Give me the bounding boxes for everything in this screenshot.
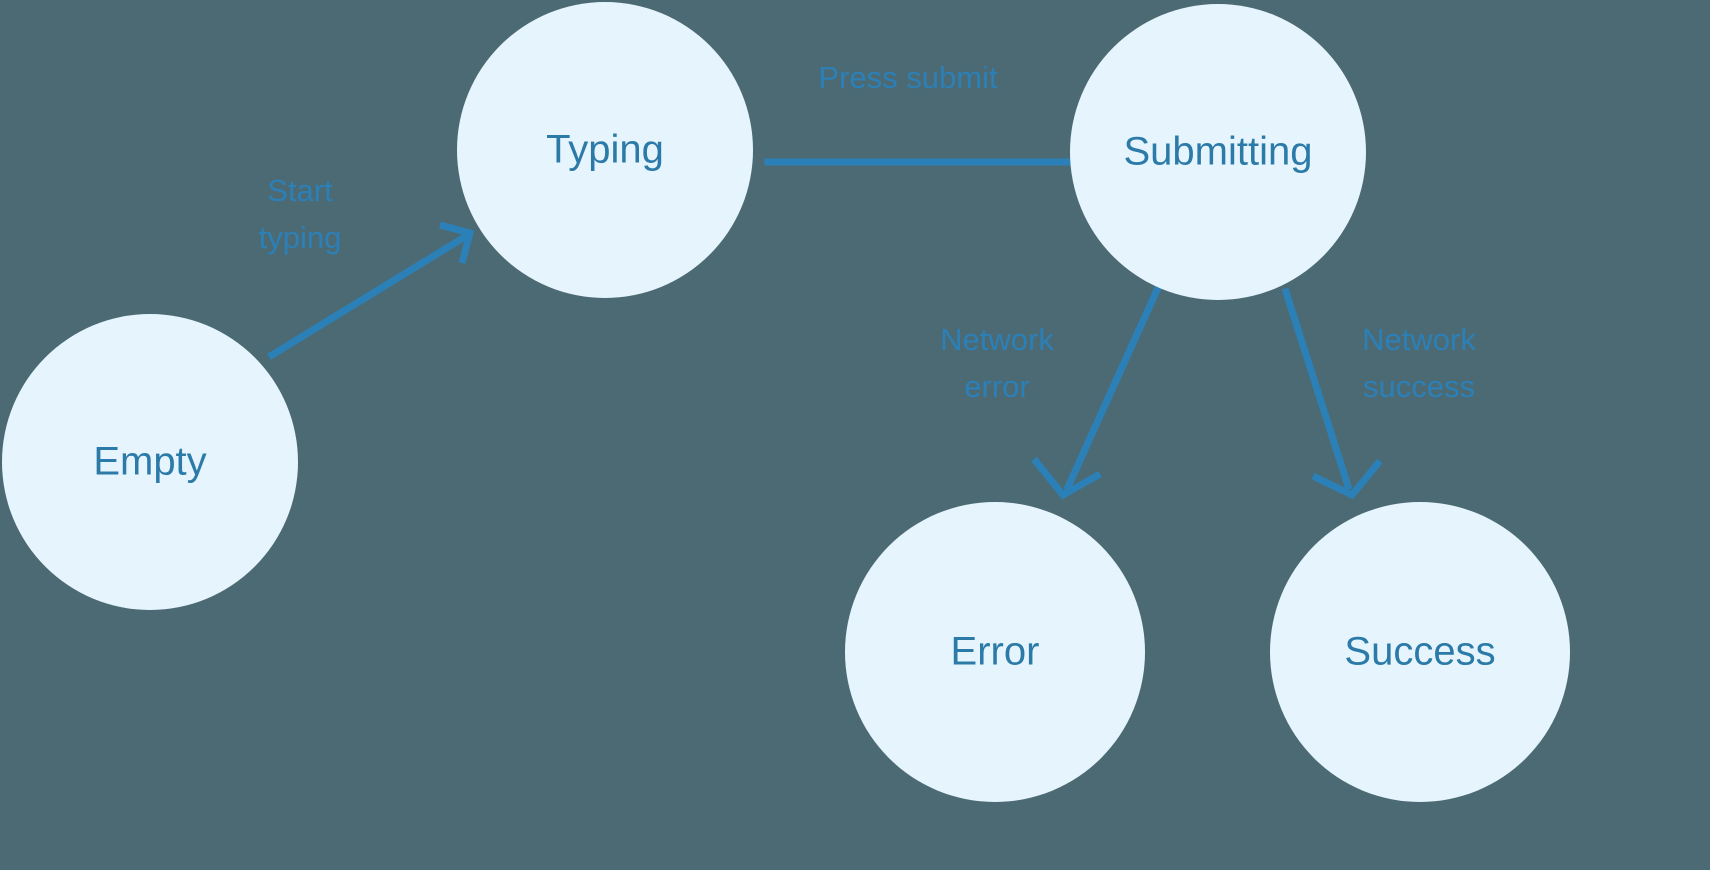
state-node-error[interactable]: Error	[845, 502, 1145, 802]
state-node-success-label: Success	[1344, 630, 1495, 674]
arrowhead-submitting-to-error	[1031, 456, 1102, 500]
state-node-error-circle[interactable]	[845, 502, 1145, 802]
state-node-typing-label: Typing	[546, 128, 664, 172]
state-node-typing[interactable]: Typing	[457, 2, 753, 298]
edge-label-network-error-line-2: error	[964, 369, 1029, 404]
edge-label-network-error-line-1: Network	[940, 322, 1054, 357]
arrowhead-empty-to-typing	[439, 221, 475, 264]
state-node-submitting-circle[interactable]	[1070, 4, 1366, 300]
state-node-error-label: Error	[951, 630, 1040, 674]
arrowhead-submitting-to-success	[1311, 458, 1383, 500]
state-node-submitting[interactable]: Submitting	[1070, 4, 1366, 300]
edge-label-network-success-line-2: success	[1363, 369, 1475, 404]
state-node-submitting-label: Submitting	[1124, 130, 1313, 174]
edge-line-submitting-to-success	[1281, 287, 1353, 491]
edge-label-network-success-line-1: Network	[1362, 322, 1476, 357]
state-node-empty-circle[interactable]	[2, 314, 298, 610]
state-node-empty-label: Empty	[93, 440, 206, 484]
state-node-success[interactable]: Success	[1270, 502, 1570, 802]
edge-submitting-to-error	[1031, 285, 1162, 500]
edge-label-network-error: Network error	[940, 322, 1054, 404]
edge-label-press-submit-line-1: Press submit	[818, 60, 998, 95]
edge-submitting-to-success	[1281, 287, 1383, 500]
edge-label-start-typing-line-1: Start	[267, 173, 333, 208]
edge-label-press-submit: Press submit	[818, 60, 998, 95]
edge-label-start-typing-line-2: typing	[259, 220, 342, 255]
edge-label-start-typing: Start typing	[259, 173, 342, 255]
state-node-success-circle[interactable]	[1270, 502, 1570, 802]
edge-label-network-success: Network success	[1362, 322, 1476, 404]
state-node-empty[interactable]: Empty	[2, 314, 298, 610]
edge-empty-to-typing	[267, 221, 475, 360]
edge-line-empty-to-typing	[267, 230, 473, 360]
state-node-typing-circle[interactable]	[457, 2, 753, 298]
edge-line-submitting-to-error	[1063, 285, 1162, 492]
